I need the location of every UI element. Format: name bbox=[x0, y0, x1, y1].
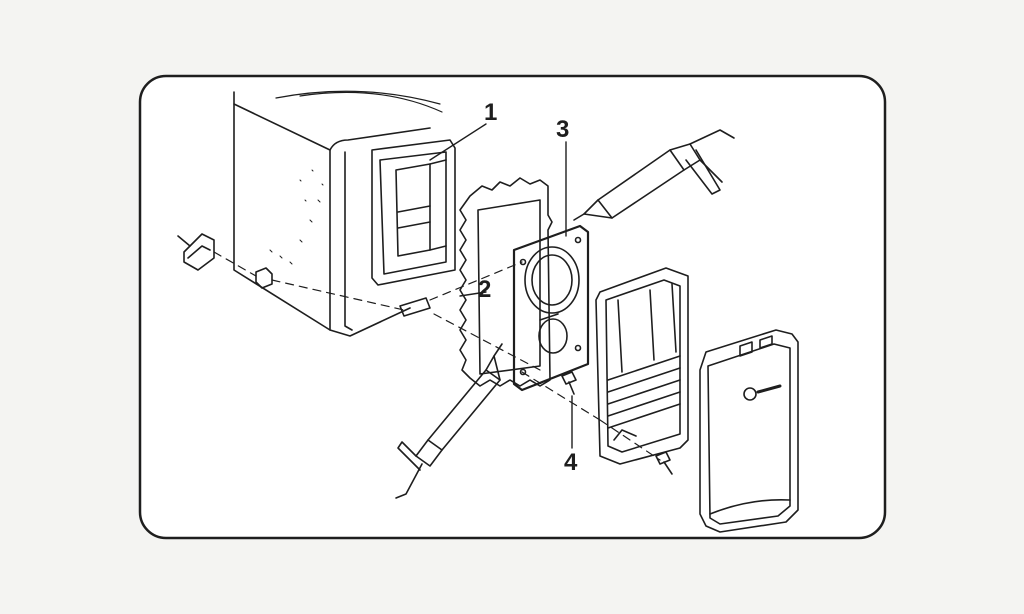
hex-nut bbox=[255, 267, 273, 289]
callout-2: 2 bbox=[478, 276, 491, 303]
diagram-frame bbox=[138, 74, 887, 540]
appliance-housing bbox=[233, 90, 443, 337]
cover-screw bbox=[655, 451, 673, 475]
leader-lines bbox=[429, 123, 573, 449]
wall-bracket bbox=[177, 233, 215, 271]
sealant-gun-lower bbox=[395, 343, 503, 499]
screw-part-4 bbox=[561, 371, 577, 395]
gasket-frame-part-2 bbox=[459, 177, 553, 387]
callout-1: 1 bbox=[484, 99, 497, 126]
callout-4: 4 bbox=[564, 449, 578, 476]
flue-duct-part-1 bbox=[371, 139, 456, 286]
sealant-gun-upper bbox=[573, 129, 735, 221]
callout-3: 3 bbox=[556, 116, 569, 143]
outer-cover bbox=[699, 329, 799, 533]
inner-cover bbox=[595, 267, 689, 465]
adapter-plate-part-3 bbox=[512, 224, 590, 392]
alignment-lines bbox=[213, 251, 661, 461]
mounting-pin bbox=[399, 297, 431, 317]
